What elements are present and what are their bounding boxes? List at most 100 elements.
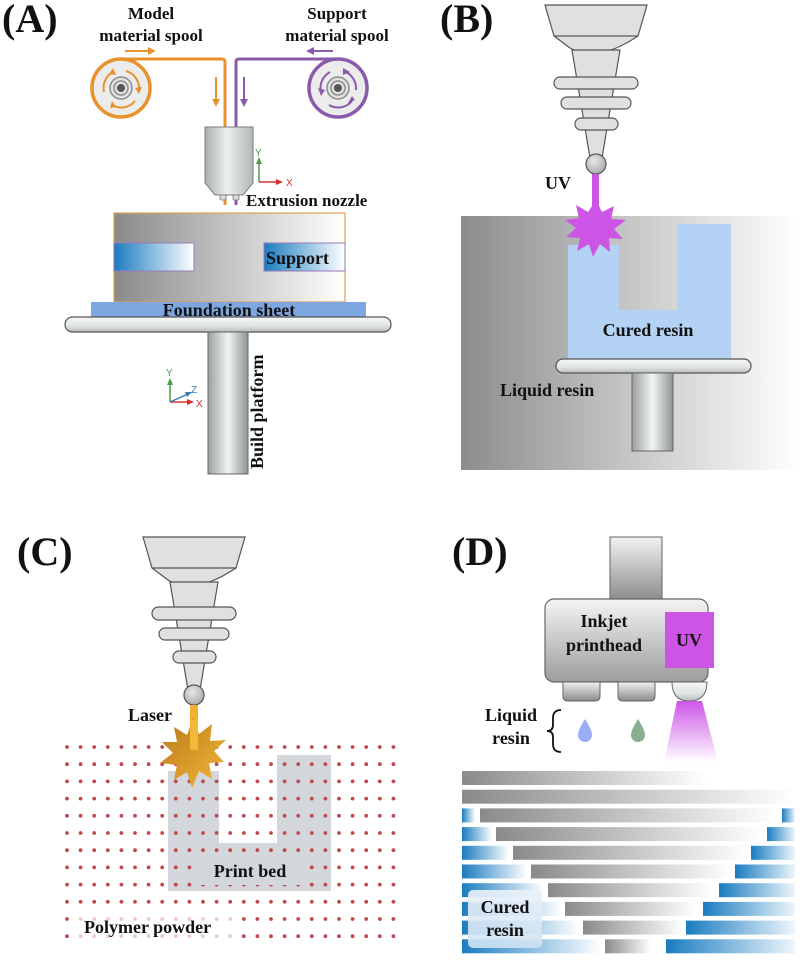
- powder-particle: [391, 934, 396, 939]
- powder-particle: [350, 848, 355, 853]
- uv-lamp: [665, 612, 714, 668]
- powder-particle: [119, 745, 124, 749]
- powder-particle: [391, 813, 396, 818]
- powder-particle: [364, 848, 369, 853]
- cured-layer-right: [735, 864, 795, 879]
- cured-resin-label: Cured resin: [603, 320, 694, 340]
- powder-particle: [377, 882, 382, 887]
- powder-particle: [78, 779, 83, 784]
- support-spool-label-line1: Support: [307, 4, 367, 23]
- print-bed-label-bg: [200, 857, 300, 885]
- powder-particle: [391, 745, 396, 749]
- uv-projector-head: [544, 4, 648, 175]
- powder-particle: [309, 848, 314, 853]
- powder-particle: [214, 813, 219, 818]
- laser-head: [142, 536, 246, 706]
- axis-label-z: Z: [191, 385, 197, 396]
- powder-particle: [309, 813, 314, 818]
- powder-particle: [214, 831, 219, 835]
- powder-particle: [323, 934, 328, 939]
- liquid-resin-label: Liquid resin: [500, 380, 594, 400]
- axes-indicator-top: Y X: [255, 148, 293, 189]
- powder-particle: [187, 865, 192, 870]
- powder-particle: [146, 882, 151, 887]
- powder-particle: [78, 865, 83, 870]
- powder-particle: [337, 865, 341, 870]
- support-region-left: [113, 242, 195, 272]
- support-material-spool: [307, 57, 369, 119]
- printhead-label-line2: printhead: [566, 635, 642, 655]
- powder-particle: [282, 934, 287, 939]
- powder-particle: [309, 934, 314, 939]
- nozzle-2: [617, 681, 656, 702]
- uv-emitter: [671, 681, 708, 702]
- laser-label: Laser: [128, 705, 172, 725]
- powder-particle: [377, 796, 382, 801]
- powder-particle: [296, 762, 301, 767]
- polymer-powder-grid: [65, 745, 396, 939]
- powder-particle: [146, 899, 151, 904]
- panel-c: (C) Laser Print bed Polymer powder: [17, 529, 396, 942]
- powder-particle: [282, 899, 287, 904]
- powder-particle: [160, 745, 165, 749]
- powder-particle: [269, 934, 273, 939]
- powder-particle: [65, 865, 69, 870]
- cured-resin-label-line1: Cured: [481, 897, 530, 917]
- powder-particle: [146, 831, 151, 835]
- powder-particle: [228, 762, 233, 767]
- powder-particle: [119, 865, 124, 870]
- powder-particle: [296, 934, 301, 939]
- powder-particle: [65, 882, 69, 887]
- powder-particle: [133, 899, 137, 904]
- powder-particle: [296, 796, 301, 801]
- powder-particle: [105, 882, 110, 887]
- powder-particle: [350, 934, 355, 939]
- powder-particle: [78, 831, 83, 835]
- powder-particle: [282, 848, 287, 853]
- powder-particle: [119, 796, 124, 801]
- uv-lamp-label: UV: [676, 630, 702, 650]
- powder-particle: [214, 848, 219, 853]
- powder-particle: [255, 796, 260, 801]
- powder-particle: [255, 831, 260, 835]
- powder-particle: [350, 899, 355, 904]
- powder-particle: [323, 745, 328, 749]
- powder-particle: [377, 779, 382, 784]
- powder-particle: [241, 779, 246, 784]
- powder-particle: [296, 848, 301, 853]
- powder-particle: [160, 848, 165, 853]
- powder-particle: [92, 848, 97, 853]
- powder-particle: [160, 899, 165, 904]
- powder-particle: [92, 796, 97, 801]
- uncured-layer: [565, 901, 695, 916]
- powder-particle: [160, 813, 165, 818]
- powder-particle: [296, 917, 301, 921]
- powder-particle: [65, 779, 69, 784]
- powder-particle: [105, 899, 110, 904]
- cured-layer-right: [686, 920, 795, 935]
- powder-particle: [105, 831, 110, 835]
- powder-particle: [255, 813, 260, 818]
- powder-particle: [146, 779, 151, 784]
- support-spool-label-line2: material spool: [285, 26, 389, 45]
- powder-particle: [146, 813, 151, 818]
- powder-particle: [323, 917, 328, 921]
- uncured-layer: [583, 920, 683, 935]
- model-spool-label-line2: material spool: [99, 26, 203, 45]
- powder-particle: [269, 762, 273, 767]
- powder-particle: [350, 779, 355, 784]
- support-label: Support: [266, 248, 329, 268]
- powder-particle: [255, 899, 260, 904]
- powder-particle: [337, 813, 341, 818]
- powder-particle: [146, 848, 151, 853]
- powder-particle: [201, 796, 205, 801]
- powder-particle: [391, 899, 396, 904]
- powder-particle: [350, 762, 355, 767]
- powder-particle: [323, 796, 328, 801]
- powder-particle: [337, 848, 341, 853]
- extrusion-nozzle: [204, 126, 254, 201]
- build-platform-post: [631, 372, 674, 452]
- powder-particle: [65, 917, 69, 921]
- powder-particle: [65, 745, 69, 749]
- polymer-powder-label: Polymer powder: [84, 917, 211, 937]
